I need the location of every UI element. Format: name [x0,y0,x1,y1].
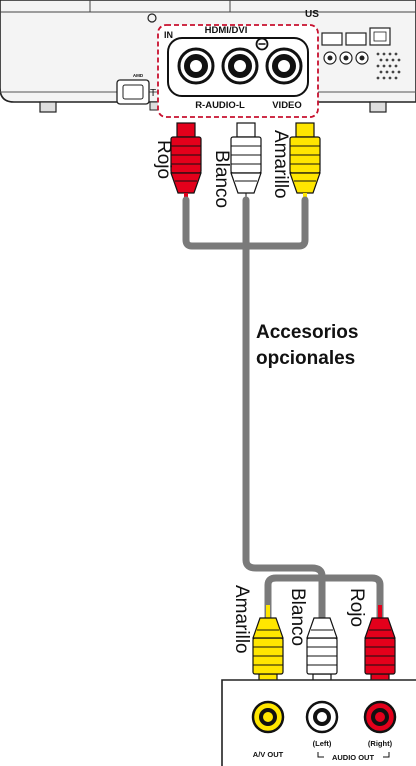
bottom-label-white: Blanco [287,588,308,646]
audio-r-jack [177,47,215,85]
accessory-note-line1: Accesorios [256,322,358,343]
svg-text:AMD: AMD [133,73,144,78]
vent-grille [376,52,401,80]
bottom-label-yellow: Amarillo [231,585,252,654]
projector: AMD T IN HDMI/DVI US [0,0,416,118]
svg-text:T: T [150,88,156,99]
top-label-white: Blanco [211,150,232,208]
av-out-label: A/V OUT [253,750,284,759]
bottom-label-red: Rojo [346,588,367,627]
indicator-icon [147,13,157,23]
hdmi-dvi-label: HDMI/DVI [205,25,248,36]
accessory-note-line2: opcionales [256,348,355,369]
audio-left-out-jack [305,700,339,734]
source-device: A/V OUT (Left) (Right) AUDIO OUT [221,679,416,766]
video-out-jack [251,700,285,734]
foot [39,101,57,113]
top-label-red: Rojo [153,140,174,179]
bottom-cable-white [306,617,338,689]
top-label-yellow: Amarillo [270,130,291,199]
usb-label: US [305,9,319,20]
video-jack [265,47,303,85]
lan-port [369,27,391,46]
in-label: IN [164,30,173,40]
audio-right-out-jack [363,700,397,734]
right-label: (Right) [368,739,393,748]
left-label: (Left) [313,739,332,748]
bottom-cable-yellow [252,605,284,689]
power-port [116,79,150,105]
audio-l-jack [221,47,259,85]
bracket-right [383,752,390,758]
r-audio-l-label: R-AUDIO-L [195,100,245,111]
hdmi-port-2 [321,32,343,46]
audio-out-label: AUDIO OUT [332,753,375,762]
bracket-left [317,752,324,758]
video-label: VIDEO [272,100,302,111]
bottom-cable-red [364,605,396,689]
usb-port [345,32,367,46]
cable [182,196,384,624]
